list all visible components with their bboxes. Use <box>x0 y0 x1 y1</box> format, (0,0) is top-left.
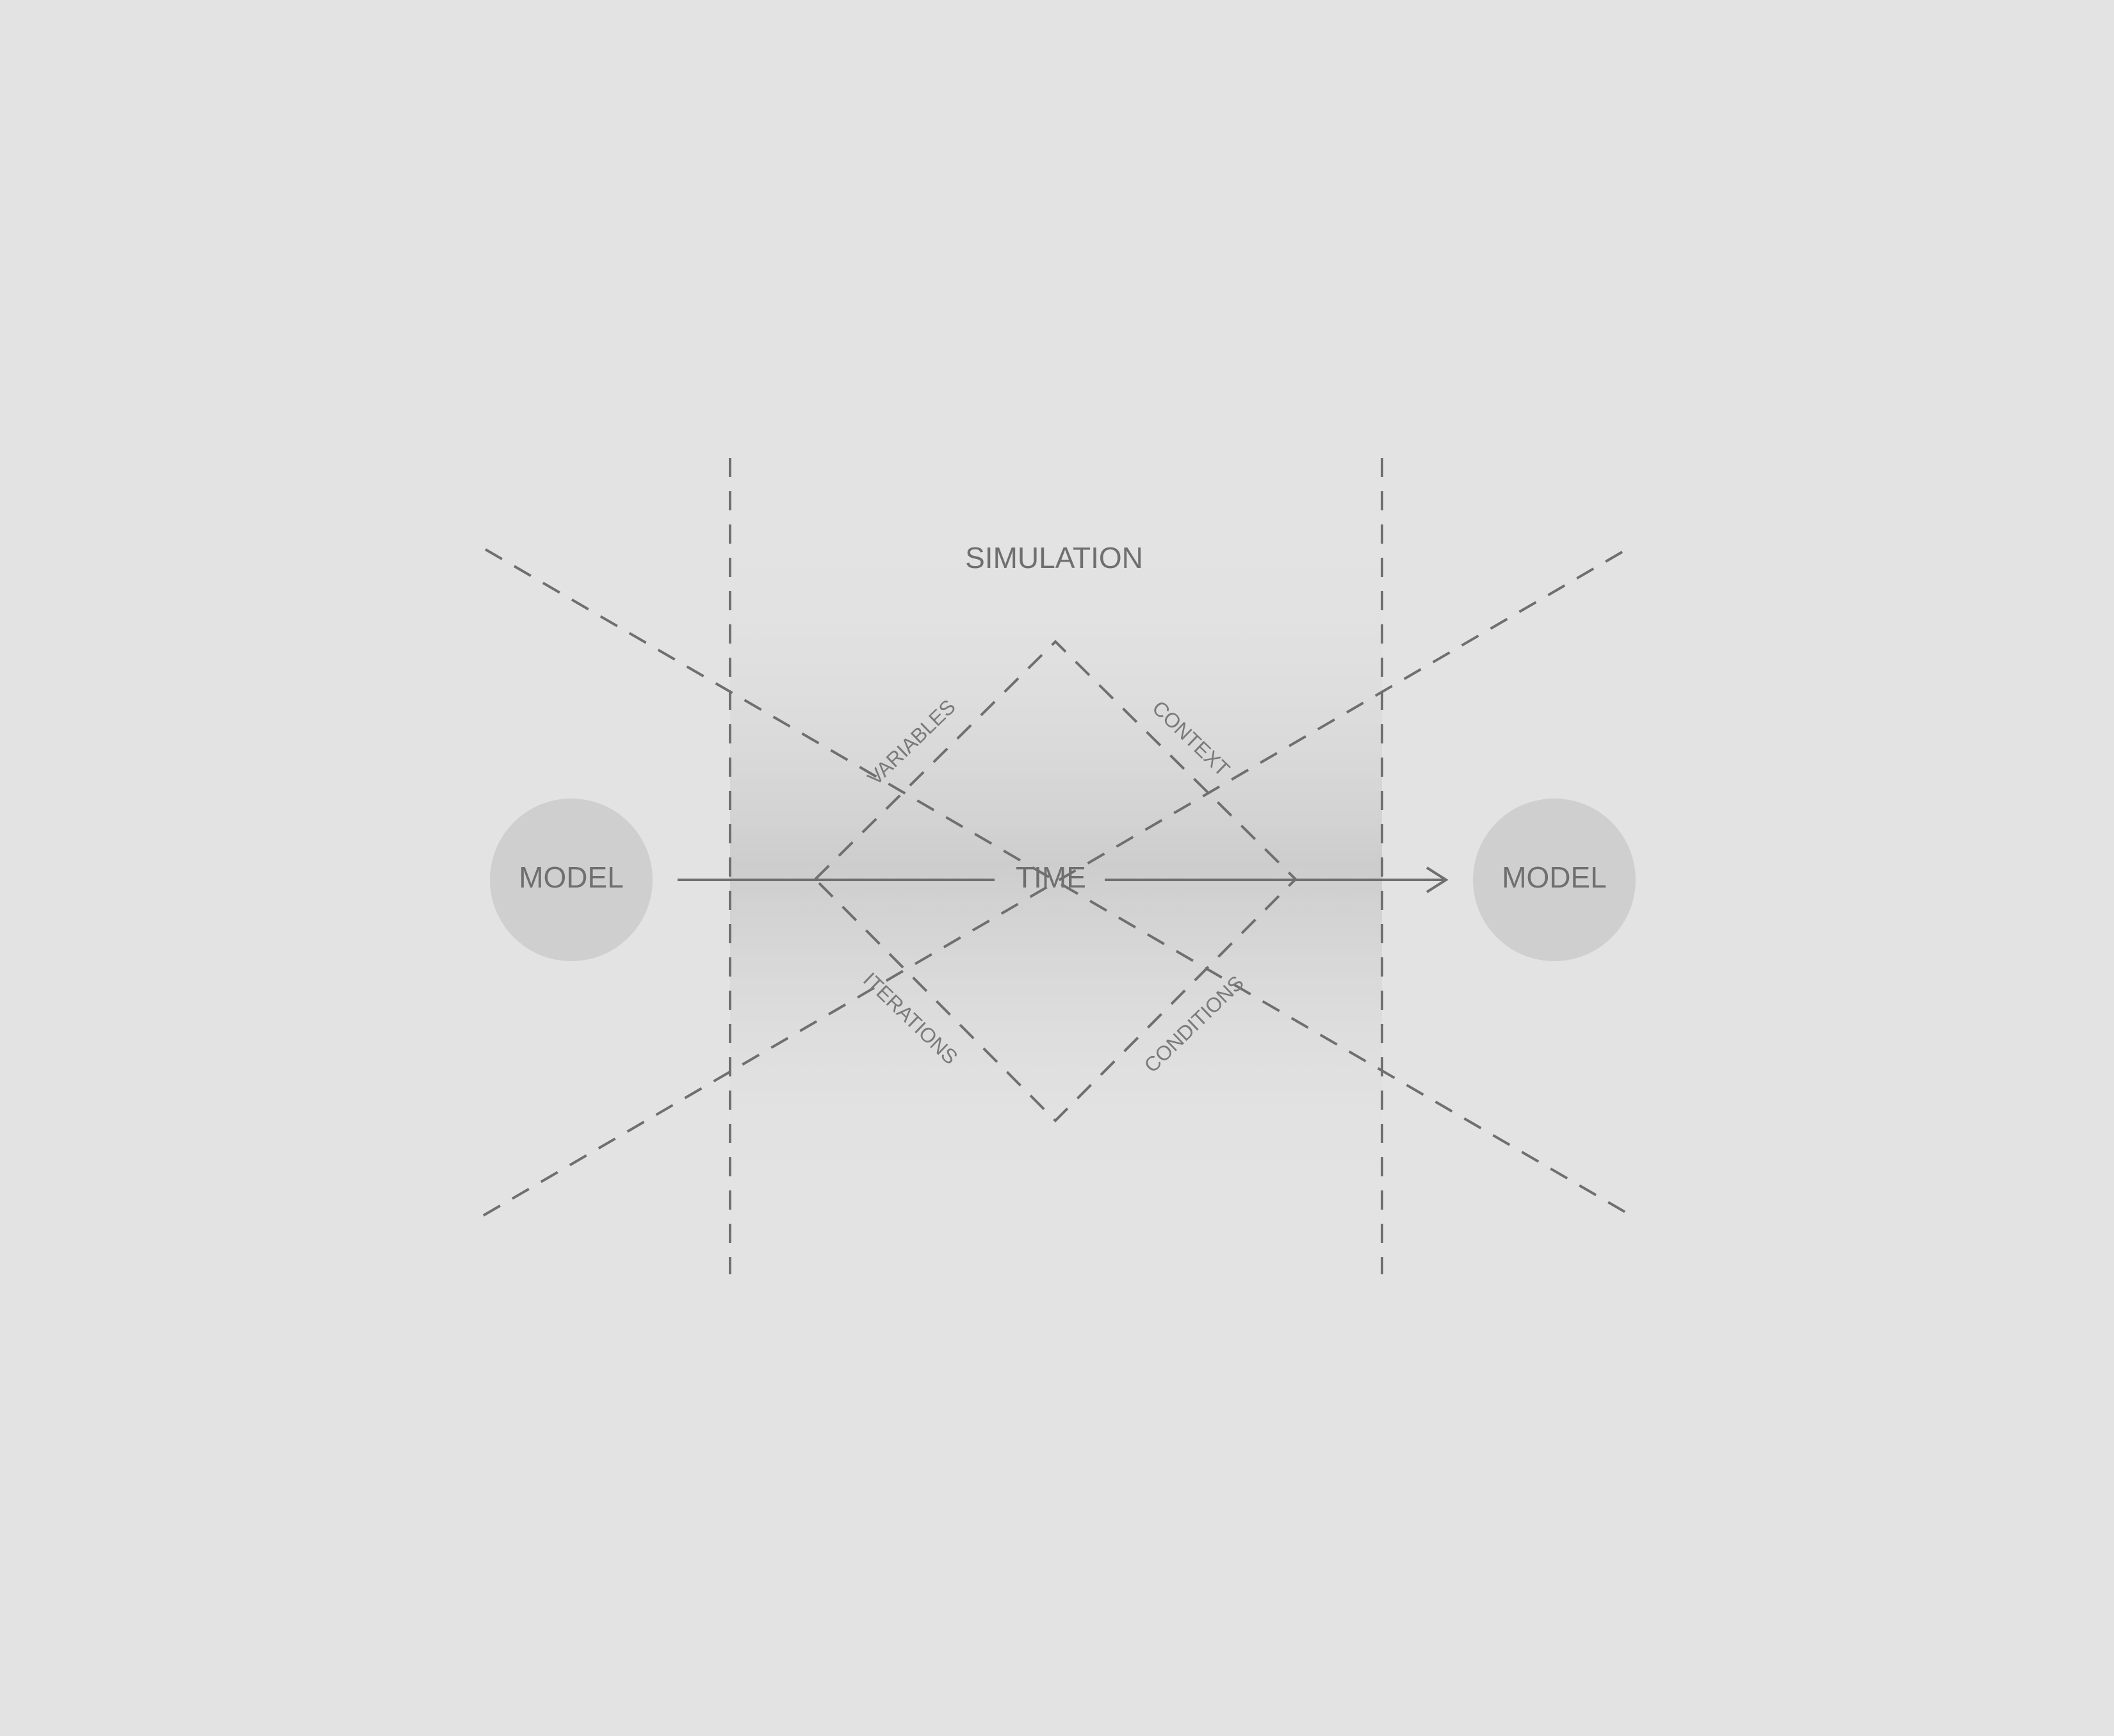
simulation-title: SIMULATION <box>965 541 1143 574</box>
model-node-left-label: MODEL <box>519 861 624 894</box>
model-node-left <box>490 799 653 961</box>
time-axis-label: TIME <box>1016 861 1086 894</box>
diagonal-line-descending <box>484 548 1631 1216</box>
model-node-right <box>1473 799 1636 961</box>
diagonal-line-ascending <box>482 546 1631 1217</box>
model-node-right-label: MODEL <box>1502 861 1607 894</box>
simulation-band <box>730 525 1382 1204</box>
arrow-head-icon <box>1426 866 1449 893</box>
